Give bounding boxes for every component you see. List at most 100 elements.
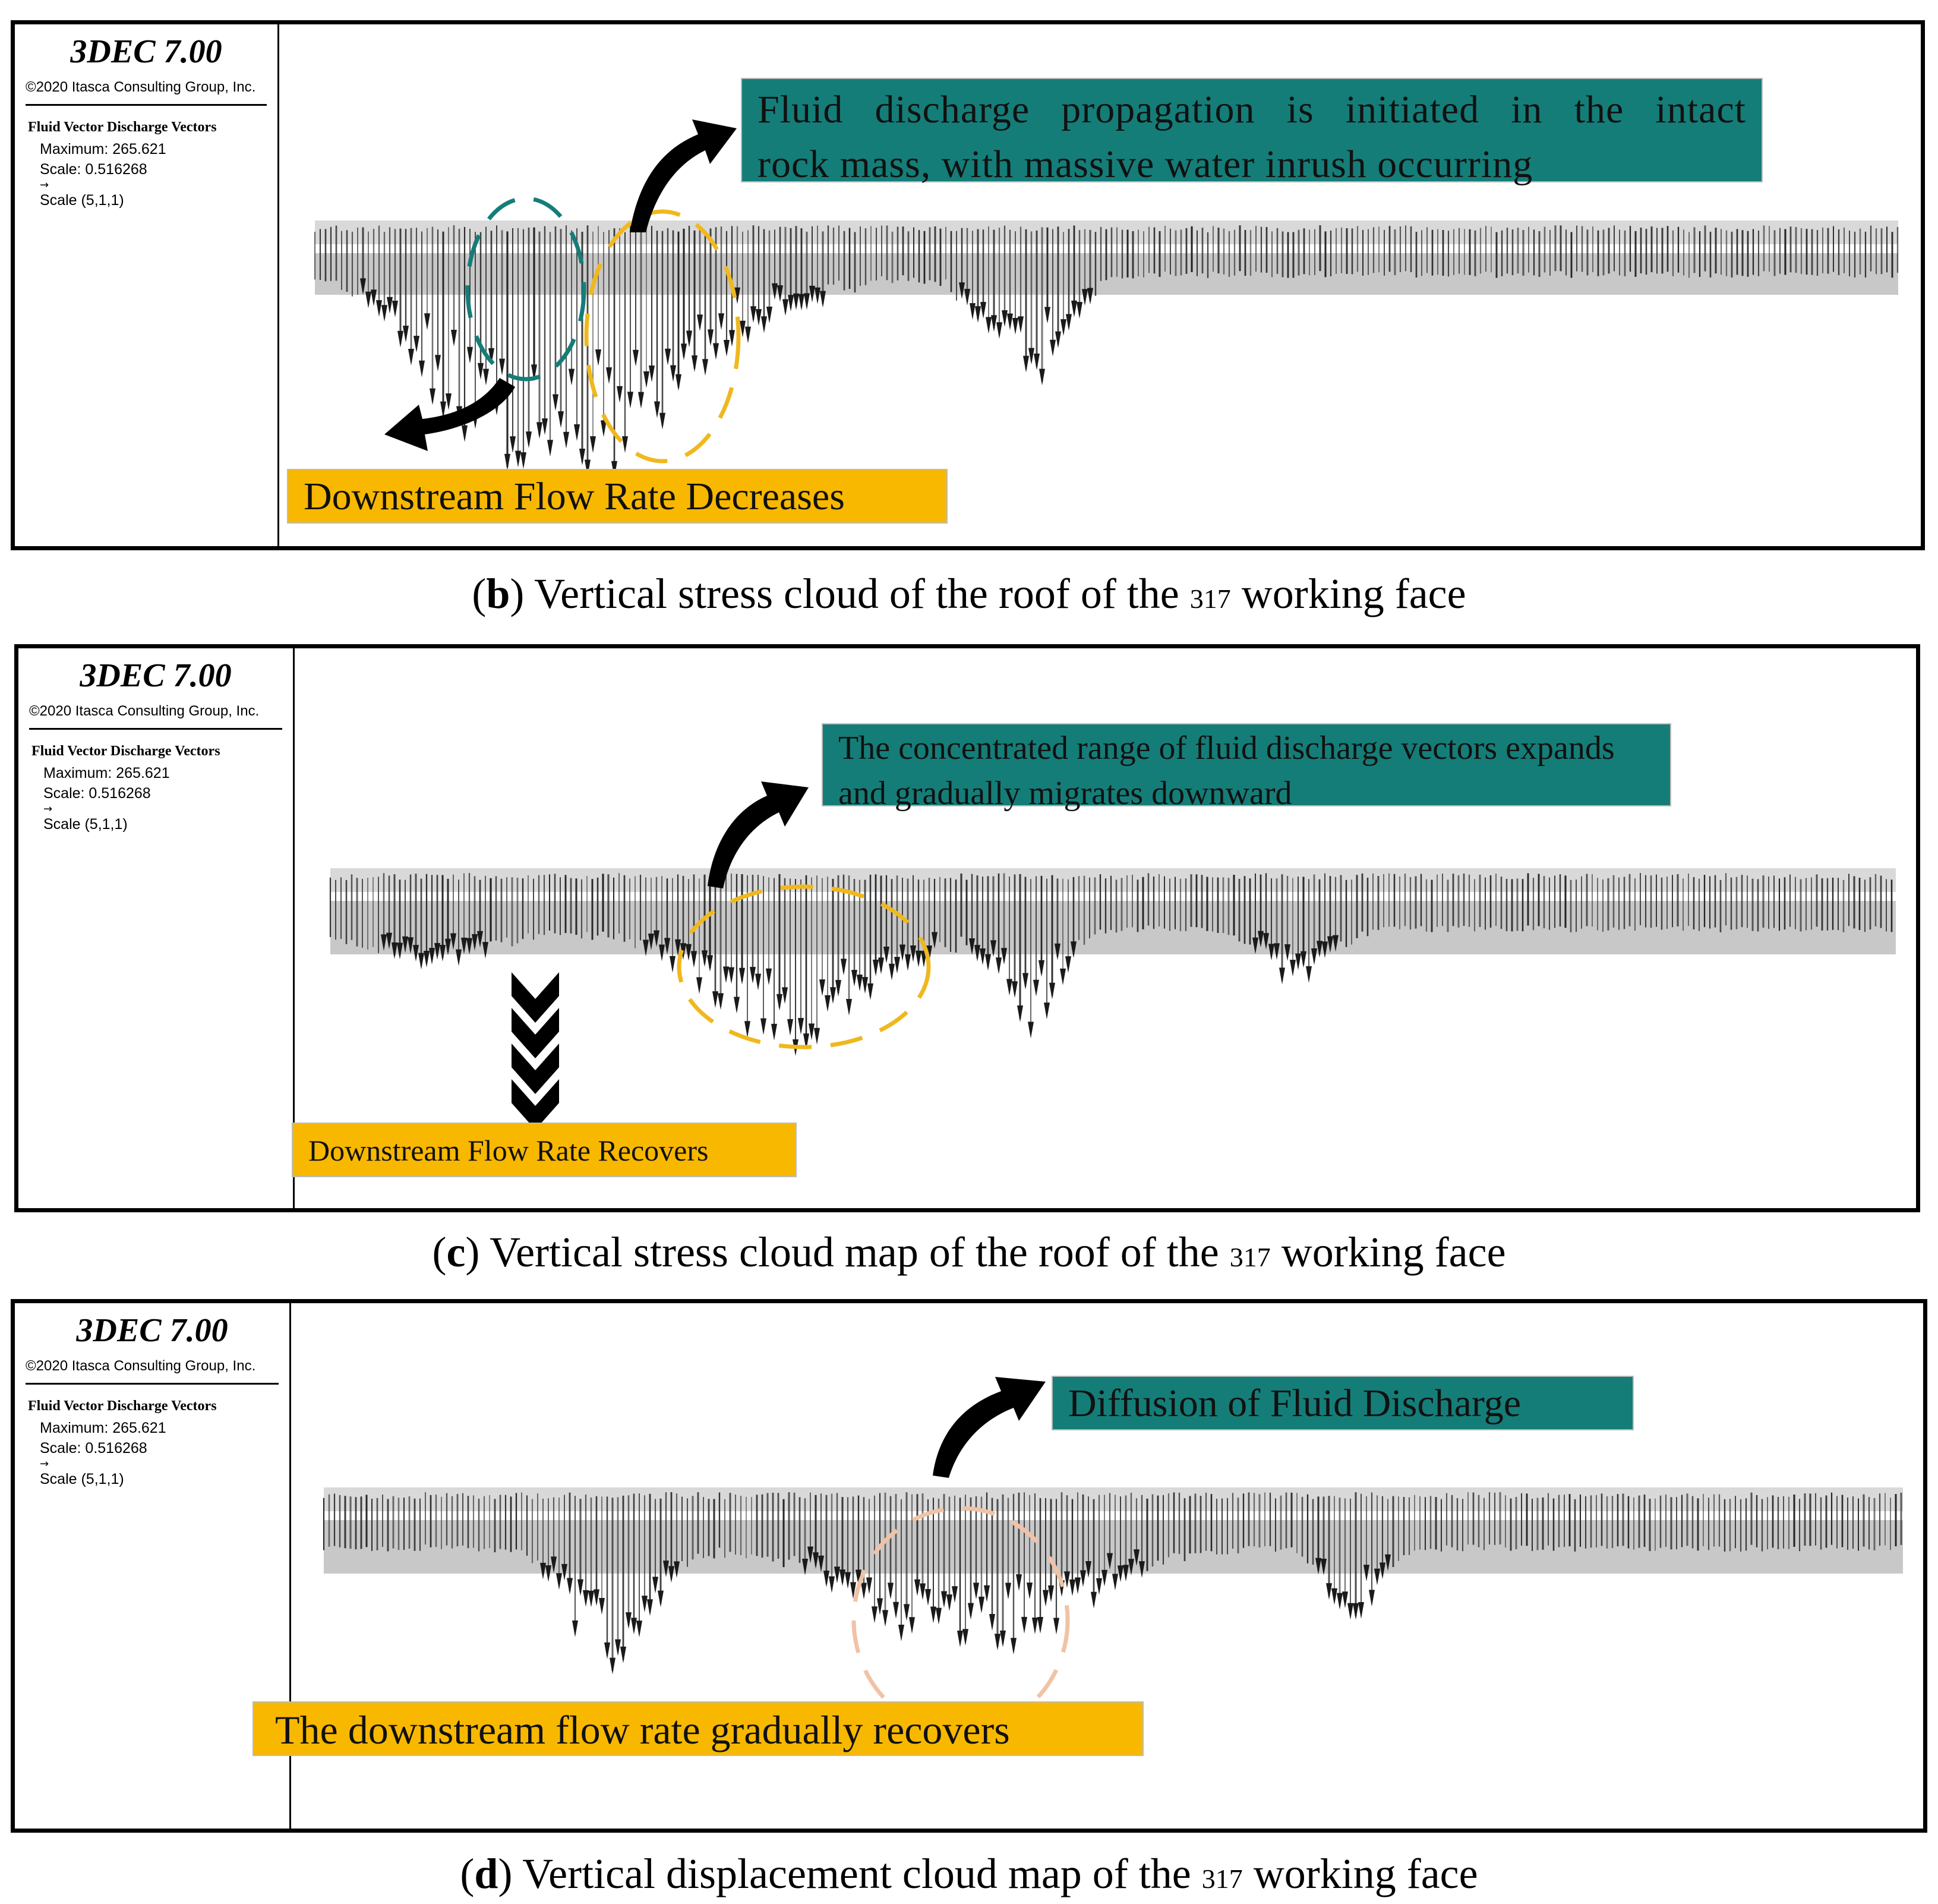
vector-arrowhead: [1301, 951, 1306, 968]
vector-arrowhead: [941, 1591, 947, 1608]
vector-arrowhead: [1333, 935, 1339, 952]
curved-arrow-icon: [630, 119, 737, 232]
vector-arrowhead: [462, 425, 468, 442]
vector-arrowhead: [820, 291, 826, 308]
vector-arrowhead: [1039, 960, 1044, 977]
vector-arrowhead: [1380, 1562, 1385, 1580]
vector-arrowhead: [914, 1579, 920, 1596]
vector-arrowhead: [1000, 1630, 1006, 1647]
caption-d: (d) Vertical displacement cloud map of t…: [460, 1850, 1478, 1897]
vector-arrowhead: [814, 1027, 820, 1045]
legend-divider: [29, 728, 282, 730]
vector-arrowhead: [515, 450, 521, 468]
discharge-vector-band: [329, 868, 1896, 1057]
vector-arrowhead: [712, 991, 718, 1008]
vector-arrowhead: [825, 995, 831, 1012]
vector-arrowhead: [413, 945, 419, 962]
vector-arrowhead: [461, 937, 467, 954]
vector-arrowhead: [936, 1607, 942, 1625]
vector-arrowhead: [402, 936, 408, 953]
vector-arrowhead: [1139, 1561, 1145, 1578]
vector-arrowhead: [1006, 979, 1012, 996]
vector-arrowhead: [1374, 1568, 1380, 1585]
vector-arrowhead: [668, 1566, 674, 1583]
vector-arrowhead: [620, 1646, 626, 1663]
vector-arrowhead: [1048, 1585, 1054, 1602]
vector-arrowhead: [1033, 979, 1039, 997]
gold-annotation-label: Downstream Flow Rate Decreases: [287, 469, 948, 524]
vector-arrowhead: [649, 365, 655, 383]
gold-annotation-label: The downstream flow rate gradually recov…: [252, 1701, 1144, 1756]
vector-arrowhead: [654, 401, 660, 418]
vector-arrowhead: [588, 1590, 594, 1607]
vector-arrowhead: [558, 411, 564, 428]
vector-arrowhead: [675, 939, 681, 956]
vector-arrowhead: [472, 934, 478, 951]
vector-arrowhead: [626, 1612, 632, 1629]
vector-arrowhead: [1358, 1602, 1364, 1619]
vector-arrowhead: [970, 303, 976, 320]
vector-arrowhead: [739, 967, 745, 985]
vector-arrowhead: [894, 957, 900, 974]
vector-arrowhead: [829, 1576, 835, 1593]
vector-arrowhead: [408, 937, 414, 954]
vector-arrowhead: [643, 940, 649, 957]
vector-arrow-icon: →: [43, 803, 53, 815]
vector-arrowhead: [834, 1566, 840, 1584]
vector-arrowhead: [1284, 944, 1290, 961]
vector-arrowhead: [450, 933, 456, 950]
legend-divider: [26, 1383, 279, 1385]
vector-arrowhead: [1060, 319, 1066, 336]
vector-arrowhead: [990, 940, 996, 957]
vector-arrowhead: [617, 386, 623, 403]
vector-arrowhead: [1123, 1565, 1129, 1582]
vector-arrowhead: [729, 330, 735, 347]
vector-arrowhead: [696, 977, 702, 994]
vector-arrowhead: [446, 393, 452, 410]
vector-arrowhead: [692, 355, 697, 373]
vector-arrowhead: [873, 959, 879, 976]
vector-arrowhead: [594, 1589, 599, 1606]
legend-box: 3DEC 7.00 ©2020 Itasca Consulting Group,…: [18, 648, 295, 1208]
vector-arrowhead: [1011, 1638, 1017, 1655]
vector-arrowhead: [702, 359, 708, 376]
scale-factor: Scale (5,1,1): [43, 816, 128, 833]
vector-arrowhead: [440, 401, 446, 418]
vector-arrowhead: [483, 368, 489, 386]
vector-arrowhead: [787, 1019, 793, 1036]
vector-arrowhead: [1096, 1578, 1102, 1595]
maximum-value: Maximum: 265.621: [40, 141, 166, 157]
teal-annotation-label: Diffusion of Fluid Discharge: [1052, 1376, 1634, 1430]
vector-arrow-icon: →: [40, 1458, 49, 1470]
vector-arrowhead: [771, 1023, 777, 1041]
vector-arrowhead: [804, 293, 810, 310]
vector-arrowhead: [681, 343, 687, 361]
teal-annotation-label: Fluid discharge propagation is initiated…: [741, 78, 1763, 186]
vector-arrowhead: [986, 317, 992, 334]
vector-arrowhead: [1385, 1554, 1391, 1571]
vector-arrowhead: [702, 950, 708, 967]
vector-arrowhead: [1342, 1591, 1348, 1609]
vector-arrowhead: [1134, 1549, 1140, 1566]
vector-arrowhead: [1317, 941, 1322, 958]
vector-arrowhead: [1037, 1617, 1043, 1634]
vector-arrowhead: [456, 949, 462, 966]
caption-c: (c) Vertical stress cloud map of the roo…: [432, 1228, 1506, 1276]
vector-arrowhead: [1321, 1558, 1327, 1575]
vector-arrowhead: [920, 1583, 926, 1600]
vector-arrowhead: [478, 362, 484, 380]
vector-arrowhead: [371, 289, 377, 307]
vector-arrowhead: [867, 983, 873, 1000]
vector-arrowhead: [1077, 302, 1082, 319]
vector-arrowhead: [1080, 1570, 1086, 1587]
vector-arrowhead: [556, 1573, 562, 1590]
vector-arrowhead: [397, 330, 403, 348]
vector-arrowhead: [504, 453, 510, 471]
teal-dashed-ellipse: [465, 196, 586, 382]
annotation-overlay: [384, 119, 741, 464]
vector-arrowhead: [654, 930, 659, 947]
vector-arrowhead: [803, 1033, 809, 1051]
vector-title: Fluid Vector Discharge Vectors: [28, 119, 217, 135]
vector-arrowhead: [392, 942, 397, 959]
curved-arrow-icon: [933, 1377, 1046, 1478]
